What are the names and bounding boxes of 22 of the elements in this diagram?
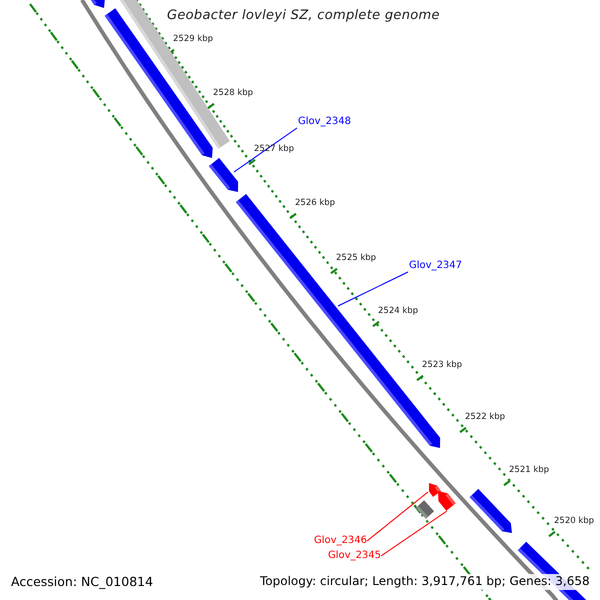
gene-label: Glov_2345 [328, 550, 382, 562]
scale-label: 2529 kbp [173, 35, 214, 45]
gene-block [438, 491, 456, 511]
gene-label: Glov_2347 [409, 260, 462, 272]
scale-label: 2522 kbp [465, 413, 506, 423]
scale-label: 2528 kbp [213, 89, 254, 99]
genome-summary: Topology: circular; Length: 3,917,761 bp; Genes: 3,658 [258, 574, 592, 590]
gene-block [208, 158, 238, 192]
leader-line [380, 510, 448, 556]
scale-label: 2525 kbp [336, 254, 376, 264]
scale-label: 2521 kbp [509, 466, 550, 476]
leader-line [234, 128, 298, 172]
scale-label: 2526 kbp [295, 199, 336, 209]
leader-line [366, 492, 428, 542]
gene-label: Glov_2348 [298, 116, 352, 128]
scale-label: 2524 kbp [378, 307, 418, 317]
gene-label: Glov_2346 [314, 535, 368, 546]
scale-label: 2523 kbp [422, 361, 462, 371]
scale-label: 2520 kbp [554, 517, 594, 527]
leader-line [338, 272, 408, 306]
map-title: Geobacter lovleyi SZ, complete genome [167, 9, 440, 24]
accession-text: Accession: NC_010814 [9, 574, 156, 590]
